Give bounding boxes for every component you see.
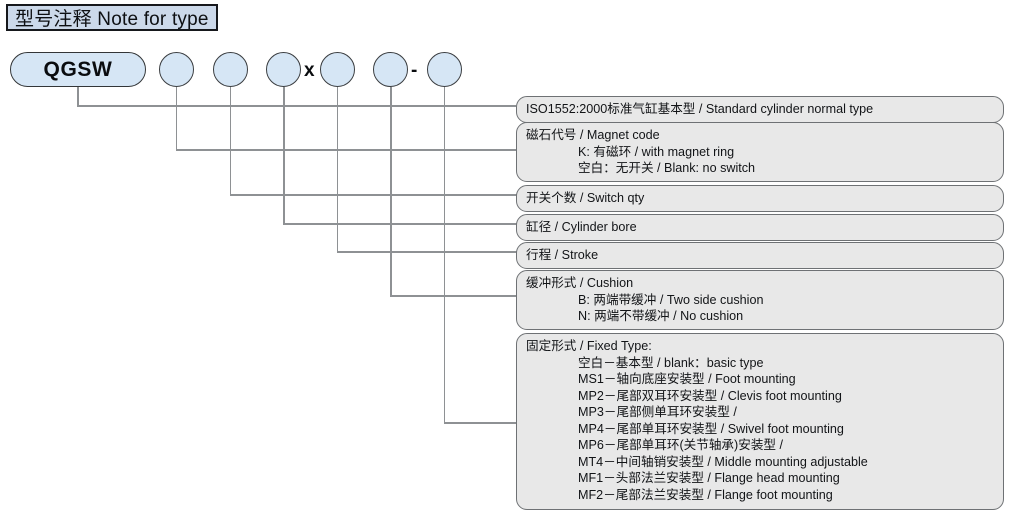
legend-line: 开关个数 / Switch qty xyxy=(526,191,645,205)
connector-run-prefix xyxy=(77,105,516,107)
legend-line: MP6－尾部单耳环(关节轴承)安装型 / xyxy=(578,438,783,452)
legend-line: 缓冲形式 / Cushion xyxy=(526,276,634,290)
legend-box-magnet-code: 磁石代号 / Magnet code K: 有磁环 / with magnet … xyxy=(516,122,1004,182)
page-title: 型号注释 Note for type xyxy=(6,4,218,31)
legend-line: MP2－尾部双耳环安装型 / Clevis foot mounting xyxy=(578,388,842,403)
connector-stem-switch-qty xyxy=(229,87,232,196)
model-prefix-pill: QGSW xyxy=(10,52,146,87)
legend-line: MF1－头部法兰安装型 / Flange head mounting xyxy=(578,471,840,485)
legend-line: 固定形式 / Fixed Type: xyxy=(526,339,652,353)
connector-run-cushion xyxy=(390,295,518,297)
connector-stem-bore xyxy=(283,87,285,225)
connector-stem-stroke xyxy=(336,87,339,253)
code-bubble-fixed-type xyxy=(427,52,462,87)
legend-line: 缸径 / Cylinder bore xyxy=(526,220,637,234)
connector-run-magnet xyxy=(175,149,517,151)
connector-run-fixed-type xyxy=(443,422,517,424)
connector-stem-prefix xyxy=(77,87,79,107)
legend-box-cylinder-bore: 缸径 / Cylinder bore xyxy=(516,214,1004,241)
multiply-symbol: x xyxy=(304,60,315,81)
legend-box-stroke: 行程 / Stroke xyxy=(516,242,1004,269)
legend-box-cushion: 缓冲形式 / Cushion B: 两端带缓冲 / Two side cushi… xyxy=(516,270,1004,330)
legend-line: K: 有磁环 / with magnet ring xyxy=(578,144,735,159)
code-bubble-switch-qty xyxy=(213,52,248,87)
connector-run-stroke xyxy=(336,251,517,253)
legend-line: MS1－轴向底座安装型 / Foot mounting xyxy=(578,372,796,386)
legend-line: 磁石代号 / Magnet code xyxy=(526,128,660,142)
connector-stem-magnet xyxy=(175,87,178,151)
code-bubble-magnet xyxy=(159,52,194,87)
legend-line: MT4－中间轴销安装型 / Middle mounting adjustable xyxy=(578,454,868,469)
connector-run-switch-qty xyxy=(229,194,517,196)
legend-line: MP3－尾部侧单耳环安装型 / xyxy=(578,405,737,419)
connector-run-bore xyxy=(283,223,518,225)
legend-line: 空白－基本型 / blank：basic type xyxy=(578,355,764,370)
legend-line: MP4－尾部单耳环安装型 / Swivel foot mounting xyxy=(578,421,844,436)
legend-line: N: 两端不带缓冲 / No cushion xyxy=(578,309,744,323)
code-bubble-stroke xyxy=(320,52,355,87)
legend-line: 空白：无开关 / Blank: no switch xyxy=(578,161,756,175)
connector-stem-cushion xyxy=(390,87,392,297)
legend-box-fixed-type: 固定形式 / Fixed Type: 空白－基本型 / blank：basic … xyxy=(516,333,1004,510)
dash-symbol: - xyxy=(411,60,418,81)
code-bubble-cushion xyxy=(373,52,408,87)
code-bubble-bore xyxy=(266,52,301,87)
legend-line: ISO1552:2000标准气缸基本型 / Standard cylinder … xyxy=(526,102,874,116)
legend-box-switch-qty: 开关个数 / Switch qty xyxy=(516,185,1004,212)
legend-line: 行程 / Stroke xyxy=(526,248,599,262)
legend-line: MF2－尾部法兰安装型 / Flange foot mounting xyxy=(578,487,833,502)
connector-stem-fixed-type xyxy=(443,87,446,424)
legend-line: B: 两端带缓冲 / Two side cushion xyxy=(578,292,764,307)
legend-box-standard-cylinder: ISO1552:2000标准气缸基本型 / Standard cylinder … xyxy=(516,96,1004,123)
